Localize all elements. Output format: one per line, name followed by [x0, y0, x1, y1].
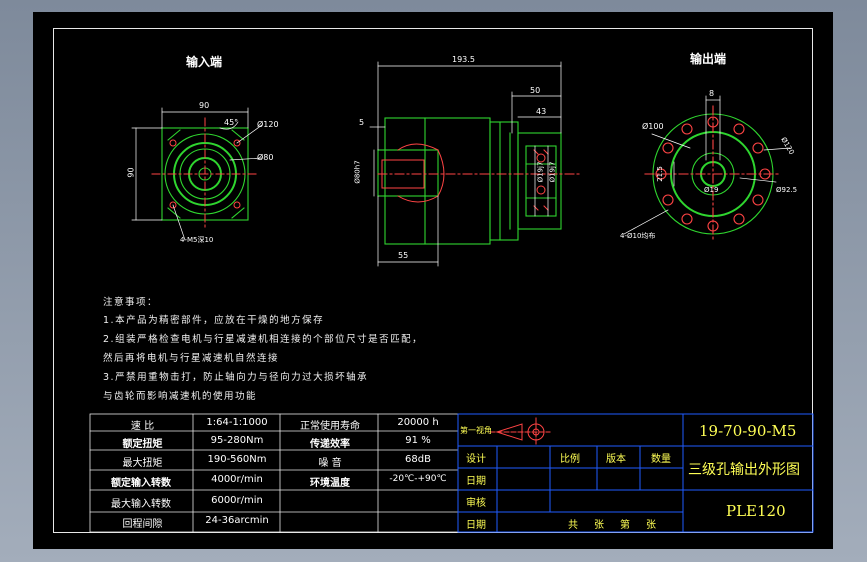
note-line: 3.严禁用重物击打，防止轴向力与径向力过大损坏轴承	[103, 372, 369, 383]
dim-input-height: 90	[126, 167, 136, 178]
title-row-label: 审核	[466, 498, 486, 509]
side-input-arc	[397, 143, 445, 203]
spec-label: 额定扭矩	[122, 439, 163, 450]
dim-side-input-depth: 55	[398, 251, 409, 260]
dim-output-pcd: Ø100	[642, 122, 664, 131]
spec-value: 4000r/min	[211, 474, 263, 485]
drawing-frame	[53, 28, 813, 533]
output-holes	[644, 105, 782, 243]
note-line: 1.本产品为精密部件，应放在干燥的地方保存	[103, 315, 325, 326]
model-code: 19-70-90-M5	[699, 422, 797, 440]
note-line: 2.组装严格检查电机与行星减速机相连接的个部位尺寸是否匹配，	[103, 334, 424, 345]
dim-side-output-shaft-a: Ø19j7	[536, 161, 545, 183]
output-dimensions	[623, 95, 791, 235]
spec-table-grid	[89, 413, 459, 533]
spec-value: -20℃-+90℃	[389, 474, 447, 484]
dim-input-holes: 4-M5深10	[180, 236, 214, 244]
dim-output-shaft: Ø19	[704, 186, 719, 194]
product-name: PLE120	[726, 502, 786, 520]
note-line: 与齿轮而影响减速机的使用功能	[103, 391, 258, 402]
title-row-label: 日期	[466, 520, 486, 531]
spec-label: 额定输入转数	[111, 478, 171, 489]
dim-side-shaft: 43	[536, 107, 547, 116]
title-row-label: 设计	[466, 454, 486, 465]
dim-input-angle: 45°	[224, 118, 239, 127]
dim-input-pcd: Ø120	[257, 120, 279, 129]
input-holes	[151, 117, 259, 229]
dim-side-length: 193.5	[452, 55, 475, 64]
notes-heading: 注意事项：	[103, 297, 159, 308]
dim-output-holes: 4-Ø10均布	[620, 232, 656, 240]
side-keyway	[525, 145, 557, 217]
drawing-sheet	[33, 12, 833, 549]
spec-value: 190-560Nm	[207, 454, 267, 465]
dim-input-width: 90	[199, 101, 210, 110]
side-dimensions	[369, 61, 562, 267]
output-view-title: 输出端	[690, 52, 727, 66]
side-output-flange	[517, 132, 562, 230]
side-hatch	[377, 143, 581, 211]
input-corner-chamfers	[167, 129, 245, 219]
spec-label: 回程间隙	[122, 519, 163, 530]
spec-label: 最大输入转数	[111, 499, 171, 510]
spec-label: 正常使用寿命	[300, 421, 360, 432]
input-dimensions	[131, 107, 263, 241]
spec-value: 20000 h	[397, 417, 439, 428]
side-view	[377, 117, 562, 245]
spec-label: 环境温度	[310, 478, 350, 489]
note-line: 然后再将电机与行星减速机自然连接	[103, 353, 280, 364]
dim-side-step: 5	[359, 118, 365, 127]
sheet-count: 共 张 第 张	[568, 520, 659, 531]
dim-side-output-shaft-b: Ø19j7	[548, 161, 557, 183]
dim-output-keyheight: 21.5	[655, 166, 664, 182]
side-gear-stage	[489, 121, 519, 241]
col-version: 版本	[606, 454, 626, 465]
dim-output-bore: Ø92.5	[776, 186, 798, 194]
col-scale: 比例	[560, 454, 580, 465]
spec-label: 噪 音	[318, 458, 342, 469]
spec-value: 6000r/min	[211, 495, 263, 506]
spec-value: 1:64-1:1000	[206, 417, 268, 428]
spec-label: 速 比	[130, 421, 155, 432]
title-block-grid	[457, 413, 814, 533]
spec-label: 传递效率	[310, 439, 350, 450]
dim-output-key: 8	[709, 89, 715, 98]
projection-symbol	[489, 417, 551, 447]
drawing-name: 三级孔输出外形图	[688, 462, 800, 478]
input-view-title: 输入端	[186, 55, 223, 69]
spec-value: 95-280Nm	[210, 435, 264, 446]
dim-side-pilot: Ø80h7	[353, 160, 362, 184]
spec-value: 91 %	[405, 435, 431, 446]
dim-input-bore: Ø80	[257, 153, 274, 162]
dim-side-flange: 50	[530, 86, 541, 95]
spec-value: 68dB	[405, 454, 431, 465]
spec-value: 24-36arcmin	[205, 515, 269, 526]
side-input-bore	[377, 149, 439, 197]
projection-label: 第一视角	[460, 426, 492, 435]
col-quantity: 数量	[651, 454, 671, 465]
spec-label: 最大扭矩	[122, 458, 163, 469]
title-row-label: 日期	[466, 476, 486, 487]
